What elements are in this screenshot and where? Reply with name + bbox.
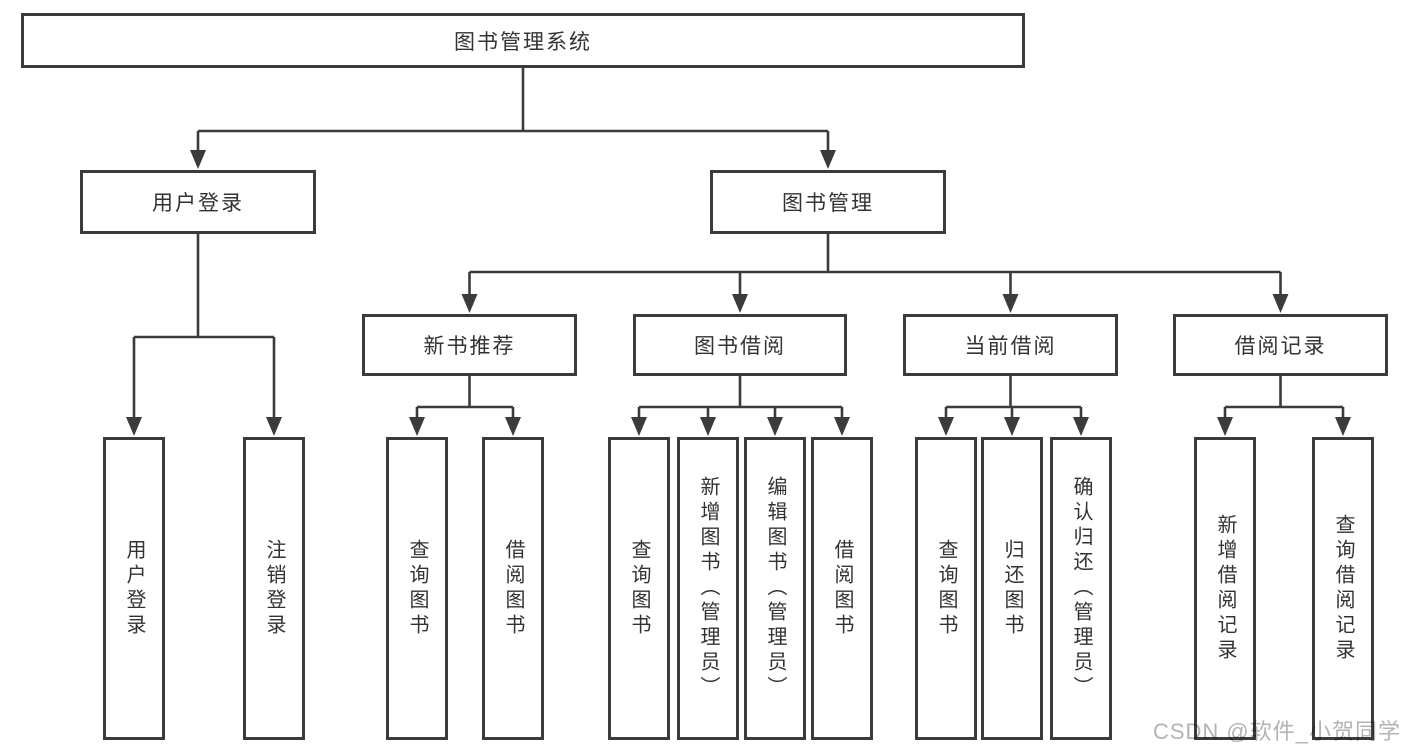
node-label: 图书管理 [782,192,874,215]
node-bb-borrow-book: 借阅图书 [811,437,873,740]
node-login: 用户登录 [103,437,165,740]
node-label: 查询图书 [406,538,428,639]
node-label: 新书推荐 [423,335,516,358]
connector-current-borrow-to-cb-query-book-arrowhead [938,417,954,436]
node-book-borrow: 图书借阅 [633,314,847,376]
connector-root-to-book-mgmt-arrowhead [820,150,836,169]
node-label: 新增图书（管理员） [697,476,719,701]
node-book-mgmt: 图书管理 [710,170,946,234]
node-label: 查询借阅记录 [1332,513,1354,664]
connector-book-mgmt-to-current-borrow-arrowhead [1002,294,1019,313]
node-borrow-records: 借阅记录 [1173,314,1388,376]
node-label: 图书管理系统 [454,30,592,54]
node-user-login: 用户登录 [80,170,316,234]
node-br-query-record: 查询借阅记录 [1312,437,1374,740]
connector-book-mgmt-to-new-book-rec-arrowhead [461,294,478,313]
node-rec-borrow-book: 借阅图书 [482,437,544,740]
node-rec-query-book: 查询图书 [386,437,448,740]
connector-book-borrow-to-bb-edit-book-arrowhead [767,417,783,436]
node-label: 归还图书 [1001,538,1023,639]
node-cb-confirm-return: 确认归还（管理员） [1050,437,1112,740]
connector-user-login-to-logout-arrowhead [266,417,282,436]
node-current-borrow: 当前借阅 [903,314,1118,376]
node-label: 借阅图书 [831,538,853,639]
connector-user-login-to-login-arrowhead [126,417,142,436]
connector-root-to-user-login-arrowhead [190,150,206,169]
node-bb-add-book: 新增图书（管理员） [677,437,739,740]
node-label: 用户登录 [152,192,244,215]
node-cb-query-book: 查询图书 [915,437,977,740]
node-label: 确认归还（管理员） [1070,476,1092,701]
node-label: 用户登录 [123,538,145,639]
node-bb-query-book: 查询图书 [608,437,670,740]
node-label: 图书借阅 [694,335,786,358]
connector-book-borrow-to-bb-borrow-book-arrowhead [834,417,850,436]
node-bb-edit-book: 编辑图书（管理员） [744,437,806,740]
node-label: 注销登录 [263,538,285,639]
node-label: 新增借阅记录 [1214,513,1236,664]
connector-book-borrow-to-bb-query-book-arrowhead [631,417,647,436]
node-label: 当前借阅 [964,335,1057,358]
connector-new-book-rec-to-rec-query-book-arrowhead [409,417,425,436]
node-cb-return-book: 归还图书 [981,437,1043,740]
node-logout: 注销登录 [243,437,305,740]
connector-book-mgmt-to-book-borrow-arrowhead [732,294,748,313]
connector-borrow-records-to-br-add-record-arrowhead [1217,417,1233,436]
node-label: 查询图书 [628,538,650,639]
connector-new-book-rec-to-rec-borrow-book-arrowhead [505,417,521,436]
connector-current-borrow-to-cb-confirm-return-arrowhead [1073,417,1089,436]
connector-borrow-records-to-br-query-record-arrowhead [1335,417,1351,436]
node-root: 图书管理系统 [21,13,1025,68]
node-label: 借阅记录 [1234,335,1327,358]
node-new-book-rec: 新书推荐 [362,314,577,376]
connector-book-mgmt-to-borrow-records-arrowhead [1272,294,1289,313]
connector-current-borrow-to-cb-return-book-arrowhead [1004,417,1020,436]
node-br-add-record: 新增借阅记录 [1194,437,1256,740]
connector-book-borrow-to-bb-add-book-arrowhead [700,417,716,436]
node-label: 借阅图书 [502,538,524,639]
node-label: 查询图书 [935,538,957,639]
node-label: 编辑图书（管理员） [764,476,786,701]
watermark: CSDN @软件_小贺同学 [1152,719,1401,744]
